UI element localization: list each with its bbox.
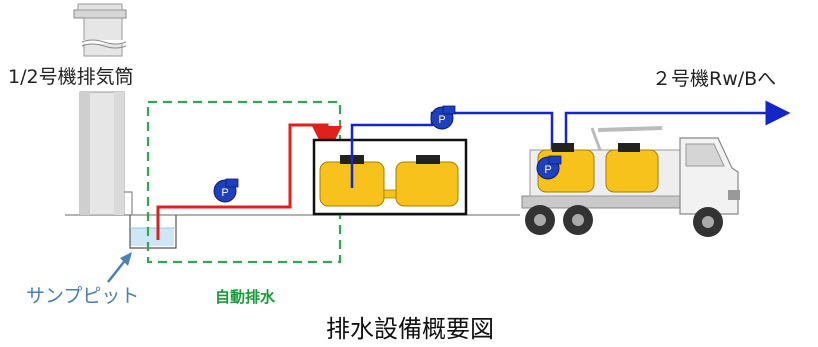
svg-text:P: P	[221, 187, 228, 199]
diagram-title: 排水設備概要図	[326, 315, 494, 343]
svg-text:P: P	[544, 164, 551, 176]
transfer-pump-icon: P	[430, 105, 456, 130]
svg-text:P: P	[438, 114, 445, 126]
sump-pit-pointer	[107, 257, 128, 283]
storage-tank-unit	[312, 138, 468, 216]
exhaust-stack	[73, 3, 133, 216]
sump-pit	[129, 215, 177, 249]
discharge-line-to-rwb	[564, 100, 791, 150]
drain-pump-icon: P	[213, 178, 239, 203]
tanker-truck	[521, 126, 740, 237]
sump-pit-label: サンプピット	[26, 285, 140, 307]
destination-label: ２号機Rw/Bへ	[652, 68, 777, 90]
suction-line	[156, 123, 342, 240]
truck-pump-icon: P	[536, 155, 562, 180]
exhaust-stack-label: 1/2号機排気筒	[8, 66, 134, 88]
auto-drain-label: 自動排水	[215, 288, 276, 306]
